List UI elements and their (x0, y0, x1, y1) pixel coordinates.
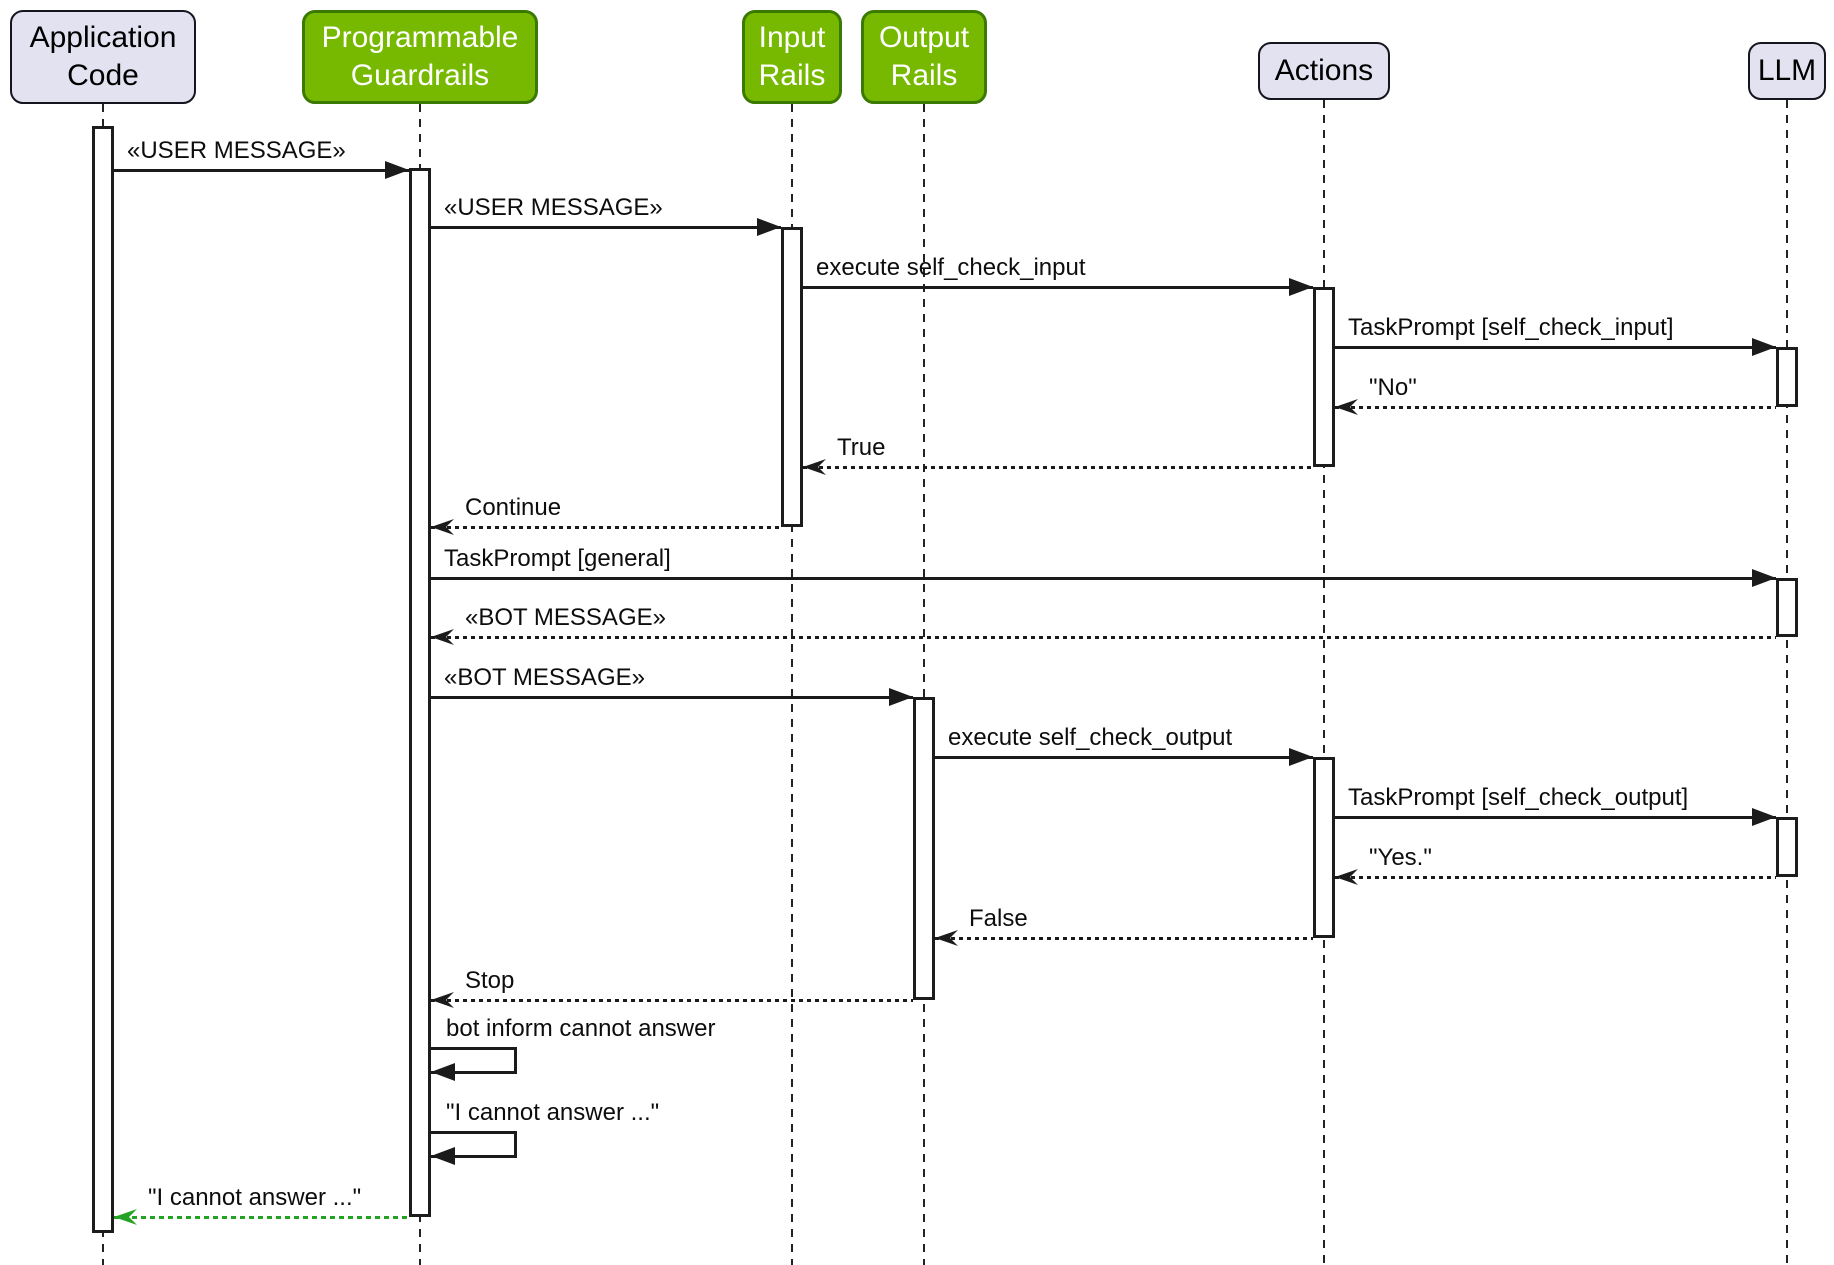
activation-bar-input (781, 227, 803, 527)
message-line (935, 937, 1313, 940)
message-line (803, 286, 1313, 289)
message-line (1335, 346, 1776, 349)
self-message-line (431, 1131, 517, 1134)
arrowhead-right-icon (1752, 808, 1776, 826)
lifeline-actions (1323, 100, 1325, 1265)
activation-bar-app (92, 126, 114, 1233)
activation-bar-actions (1313, 287, 1335, 467)
message-line (935, 756, 1313, 759)
message-label: False (969, 905, 1028, 932)
message-label: TaskPrompt [self_check_input] (1348, 314, 1674, 341)
self-message-line (514, 1047, 517, 1073)
arrowhead-return-icon (935, 929, 959, 947)
message-label: "I cannot answer ..." (446, 1099, 660, 1126)
activation-bar-pg (409, 168, 431, 1217)
message-line (431, 636, 1776, 639)
arrowhead-return-icon (431, 991, 455, 1009)
self-message-line (431, 1155, 517, 1158)
message-label: «USER MESSAGE» (444, 194, 663, 221)
arrowhead-return-icon (1335, 868, 1359, 886)
arrowhead-return-icon (803, 458, 827, 476)
message-line (114, 1216, 409, 1219)
arrowhead-return-icon (431, 518, 455, 536)
message-label: execute self_check_input (816, 254, 1086, 281)
message-label: execute self_check_output (948, 724, 1233, 751)
lifeline-output (923, 104, 925, 1265)
arrowhead-return-icon (1335, 398, 1359, 416)
lifeline-input (791, 104, 793, 1265)
lifeline-llm (1786, 100, 1788, 1265)
message-label: «USER MESSAGE» (127, 137, 346, 164)
activation-bar-actions (1313, 757, 1335, 938)
arrowhead-right-icon (1289, 278, 1313, 296)
arrowhead-right-icon (385, 161, 409, 179)
message-label: «BOT MESSAGE» (444, 664, 645, 691)
message-label: "Yes." (1369, 844, 1432, 871)
participant-box-app: Application Code (10, 10, 196, 104)
activation-bar-llm (1776, 347, 1798, 407)
message-line (1335, 816, 1776, 819)
message-label: TaskPrompt [general] (444, 545, 671, 572)
arrowhead-return-icon (431, 628, 455, 646)
activation-bar-output (913, 697, 935, 1000)
self-message-line (431, 1071, 517, 1074)
participant-box-input: Input Rails (742, 10, 842, 104)
arrowhead-return-icon (114, 1208, 138, 1226)
message-label: Continue (465, 494, 562, 521)
message-label: True (837, 434, 886, 461)
message-line (1335, 406, 1776, 409)
self-message-line (431, 1047, 517, 1050)
participant-box-llm: LLM (1748, 42, 1826, 100)
participant-box-output: Output Rails (861, 10, 987, 104)
message-label: «BOT MESSAGE» (465, 604, 666, 631)
activation-bar-llm (1776, 817, 1798, 877)
arrowhead-right-icon (889, 688, 913, 706)
message-line (431, 526, 781, 529)
message-line (1335, 876, 1776, 879)
arrowhead-right-icon (757, 218, 781, 236)
arrowhead-left-icon (431, 1147, 455, 1165)
arrowhead-right-icon (1752, 569, 1776, 587)
message-label: "I cannot answer ..." (148, 1184, 362, 1211)
arrowhead-right-icon (1289, 748, 1313, 766)
message-line (431, 696, 913, 699)
participant-box-actions: Actions (1258, 42, 1390, 100)
activation-bar-llm (1776, 578, 1798, 637)
message-line (431, 226, 781, 229)
arrowhead-right-icon (1752, 338, 1776, 356)
message-line (431, 577, 1776, 580)
self-message-line (514, 1131, 517, 1157)
participant-box-pg: Programmable Guardrails (302, 10, 538, 104)
message-label: TaskPrompt [self_check_output] (1348, 784, 1689, 811)
message-line (803, 466, 1313, 469)
message-line (431, 999, 913, 1002)
message-label: Stop (465, 967, 515, 994)
arrowhead-left-icon (431, 1063, 455, 1081)
message-line (114, 169, 409, 172)
message-label: "No" (1369, 374, 1417, 401)
message-label: bot inform cannot answer (446, 1015, 716, 1042)
